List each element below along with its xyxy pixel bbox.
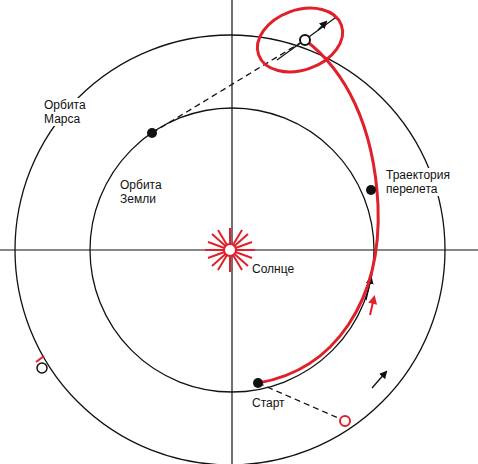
orbit-label: Орбита Марса (42, 98, 106, 126)
orbit-label: Орбита Земли (118, 178, 178, 206)
sun-label: Солнце (250, 262, 296, 276)
start-label: Старт (250, 396, 287, 410)
trajectory-label: Траектория перелета (384, 168, 474, 196)
